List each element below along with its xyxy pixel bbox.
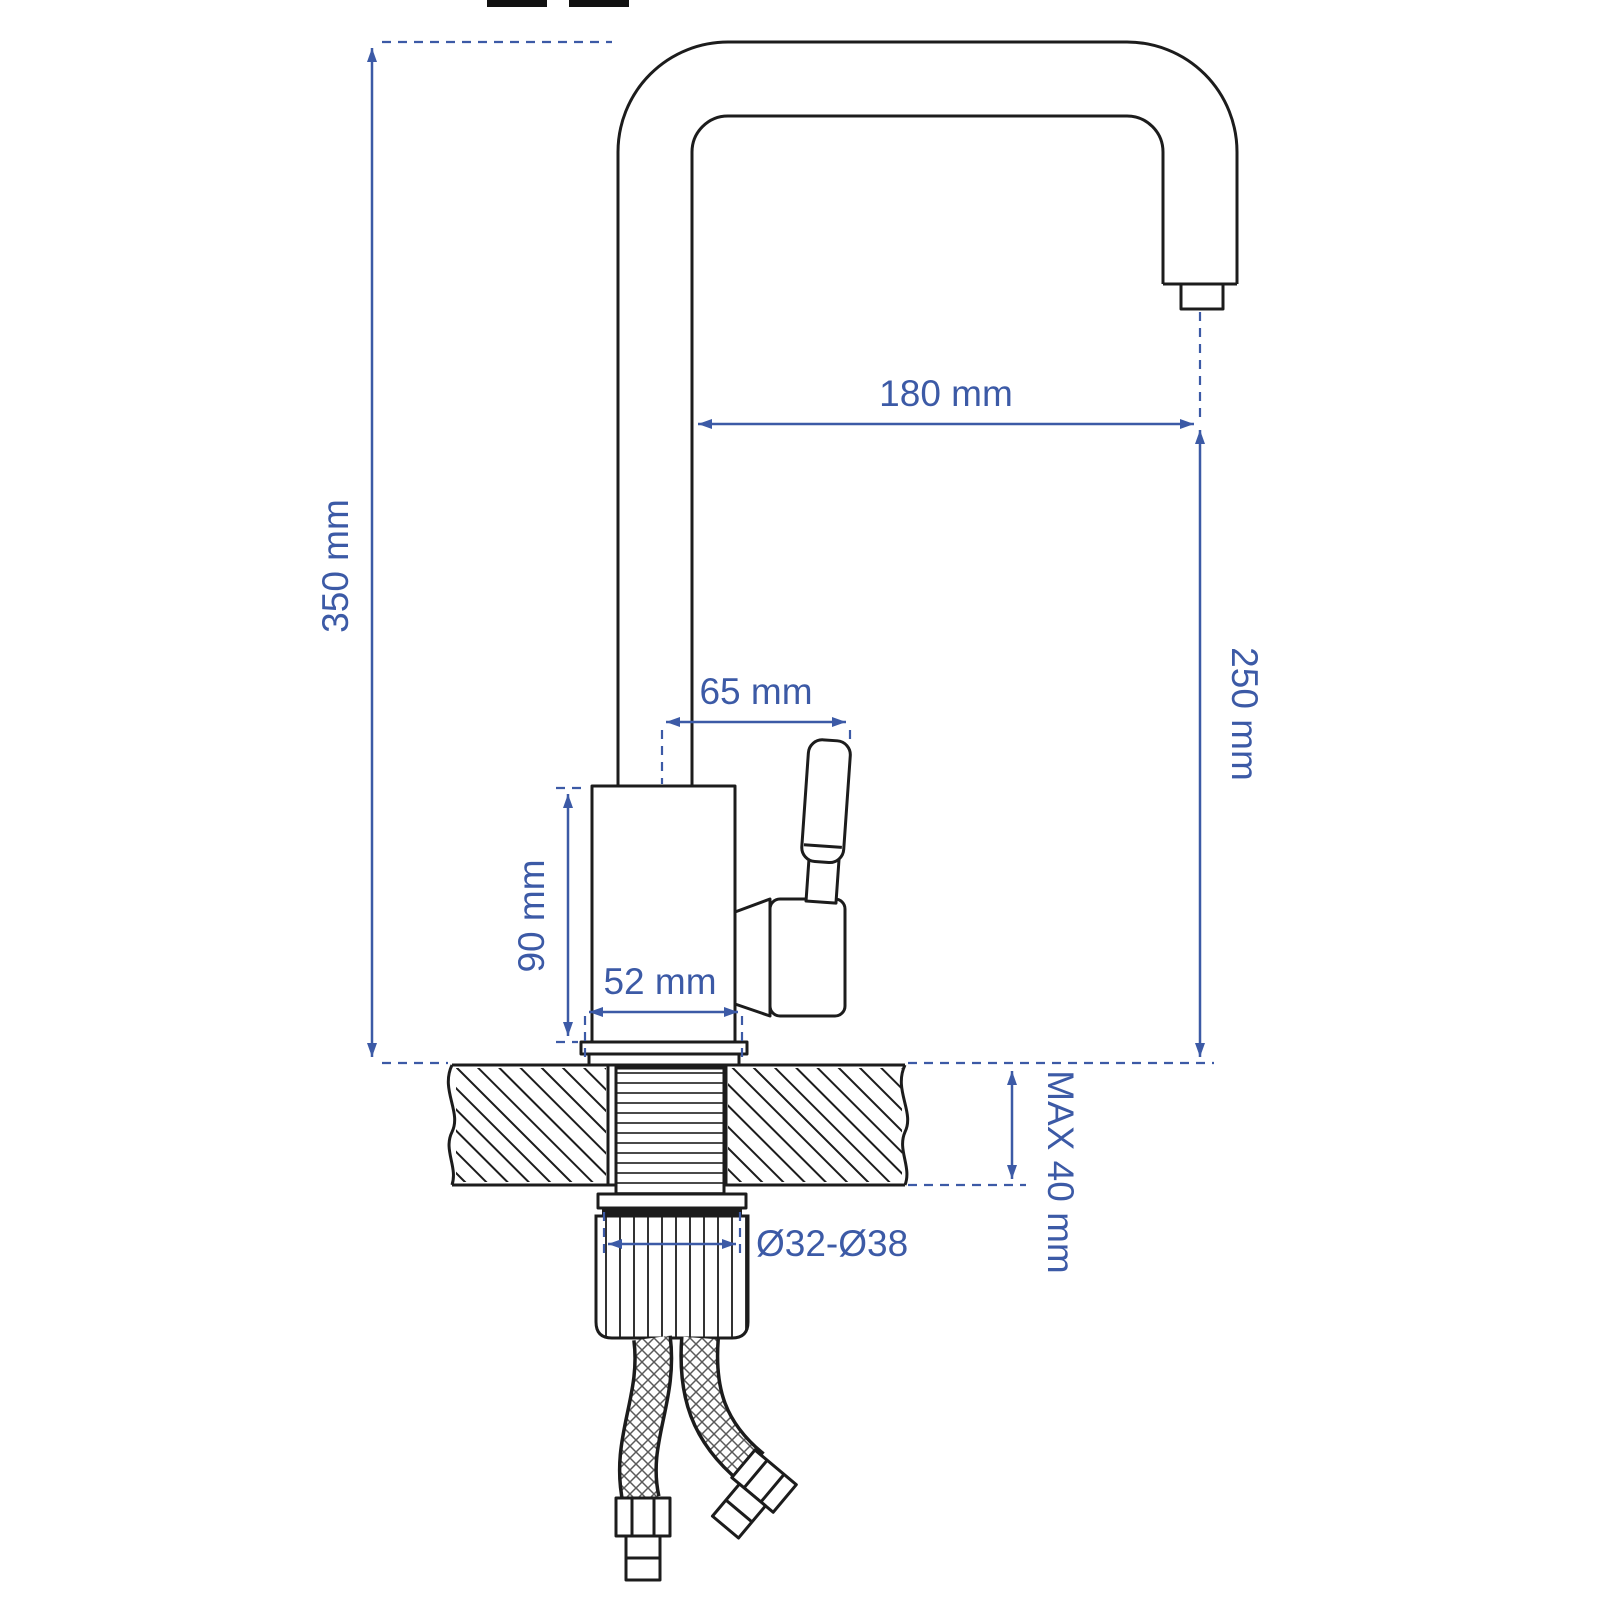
mounting-nut (594, 1214, 750, 1340)
hose-right-braid (682, 1336, 763, 1481)
mounting-hardware (594, 1066, 750, 1340)
base-flange-upper (579, 1040, 749, 1056)
dimension-spout-height: 250 mm (908, 312, 1265, 1065)
handle-lever (800, 738, 852, 905)
dimension-mounting-hole: Ø32-Ø38 (602, 1212, 908, 1264)
dimension-body-height: 90 mm (511, 786, 588, 1044)
dim-label-spout-height: 250 mm (1224, 647, 1265, 781)
crop-mark (487, 0, 547, 7)
fitting-nut (614, 1496, 672, 1538)
dim-label-mounting-hole: Ø32-Ø38 (756, 1223, 908, 1264)
dimension-base-width: 52 mm (583, 961, 744, 1062)
faucet-body (579, 784, 749, 1067)
spout-outer-contour (616, 40, 1239, 788)
crop-marks (487, 0, 629, 7)
threaded-shank (614, 1066, 726, 1196)
dim-label-total-height: 350 mm (315, 499, 356, 633)
fitting-facet-line (742, 1459, 769, 1489)
handle-base (768, 897, 847, 1018)
handle-collar (733, 897, 772, 1018)
lever-detail-line (803, 843, 842, 849)
hose-fitting-right (710, 1448, 798, 1540)
counter-hatch-left (456, 1068, 606, 1182)
counter-break-right (899, 1064, 910, 1186)
body-cylinder (590, 784, 737, 1044)
rubber-gasket (602, 1208, 742, 1216)
hose-left-braid (621, 1335, 670, 1504)
crop-mark (569, 0, 629, 7)
supply-hoses (614, 1335, 798, 1582)
handle-assembly (733, 738, 852, 1018)
fitting-facet-line (759, 1473, 786, 1503)
dimension-spout-reach: 180 mm (698, 373, 1194, 429)
hose-fitting-left (614, 1496, 672, 1582)
dim-label-spout-reach: 180 mm (879, 373, 1013, 414)
spout-pipe (616, 40, 1239, 788)
counter-hatch-right (728, 1068, 902, 1182)
dimension-spout-to-handle: 65 mm (660, 671, 852, 784)
dim-label-base-width: 52 mm (603, 961, 716, 1002)
spout-aerator (1179, 282, 1225, 311)
dim-label-max-deck-thickness: MAX 40 mm (1040, 1070, 1081, 1274)
counter-break-left (446, 1064, 457, 1186)
dim-label-spout-to-handle: 65 mm (699, 671, 812, 712)
base-flange-lower (587, 1052, 741, 1067)
spout-inner-contour (690, 114, 1165, 788)
lever-rod (800, 738, 852, 865)
fitting-detail-line (724, 1498, 753, 1524)
dimension-total-height: 350 mm (315, 40, 612, 1065)
dimension-max-deck-thickness: MAX 40 mm (908, 1070, 1081, 1274)
dim-label-body-height: 90 mm (511, 859, 552, 972)
mounting-washer (596, 1192, 748, 1210)
